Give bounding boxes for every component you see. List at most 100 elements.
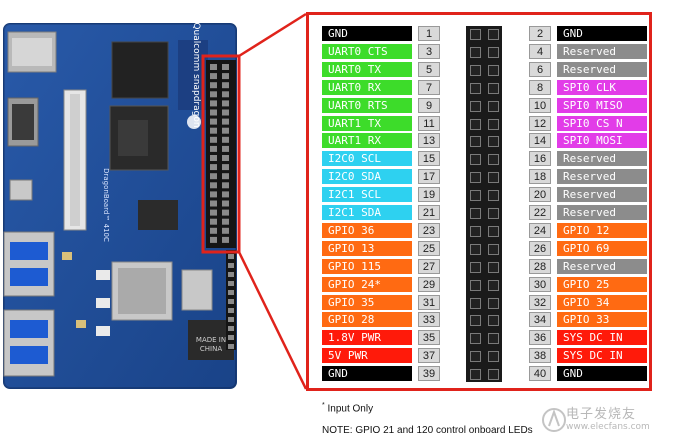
- header-pin-hole: [488, 244, 499, 255]
- pin-label-5: UART0 TX: [322, 62, 412, 77]
- board-header-pin: [222, 155, 229, 161]
- pin-label-35: 1.8V PWR: [322, 330, 412, 345]
- pin-label-10: SPI0 MISO: [557, 98, 647, 113]
- pin-number-10: 10: [529, 98, 551, 113]
- footnote: * Input Only: [322, 402, 373, 414]
- pin-label-21: I2C1 SDA: [322, 205, 412, 220]
- pin-number-19: 19: [418, 187, 440, 202]
- header-pin-hole: [470, 190, 481, 201]
- board-header-pin: [210, 145, 217, 152]
- pin-number-30: 30: [529, 277, 551, 292]
- board-header-pin: [222, 118, 229, 125]
- pin-number-29: 29: [418, 277, 440, 292]
- pin-label-40: GND: [557, 366, 647, 381]
- header-pin-hole: [488, 369, 499, 380]
- header-pin-hole: [470, 208, 481, 219]
- pin-number-11: 11: [418, 116, 440, 131]
- pin-number-40: 40: [529, 366, 551, 381]
- board-brand-text: Qualcomm snapdragon: [191, 22, 201, 127]
- pin-number-14: 14: [529, 133, 551, 148]
- board-header-pin: [210, 227, 217, 234]
- led-note: NOTE: GPIO 21 and 120 control onboard LE…: [322, 425, 533, 436]
- pin-number-24: 24: [529, 223, 551, 238]
- pin-number-15: 15: [418, 151, 440, 166]
- watermark-url: www.elecfans.com: [566, 422, 650, 432]
- header-pin-hole: [470, 154, 481, 165]
- board-header-pin: [222, 136, 229, 143]
- header-pin-hole: [470, 136, 481, 147]
- pin-header-graphic: [466, 26, 502, 382]
- footnote-marker: *: [322, 402, 325, 409]
- header-pin-hole: [488, 298, 499, 309]
- board-lower-header-pin: [228, 281, 234, 286]
- board-header-pin: [210, 218, 217, 225]
- pin-label-27: GPIO 115: [322, 259, 412, 274]
- pin-number-1: 1: [418, 26, 440, 41]
- svg-text:CHINA: CHINA: [200, 345, 222, 353]
- pin-number-35: 35: [418, 330, 440, 345]
- pin-number-5: 5: [418, 62, 440, 77]
- pin-label-13: UART1 RX: [322, 133, 412, 148]
- pin-label-23: GPIO 36: [322, 223, 412, 238]
- header-pin-hole: [488, 47, 499, 58]
- pin-label-14: SPI0 MOSI: [557, 133, 647, 148]
- pin-number-20: 20: [529, 187, 551, 202]
- header-pin-hole: [470, 315, 481, 326]
- dragonboard-photo: Qualcomm snapdragon MADE IN CHINA Dragon…: [3, 22, 241, 389]
- pin-number-17: 17: [418, 169, 440, 184]
- board-header-pin: [222, 145, 229, 152]
- pinout-callout-frame: [306, 12, 652, 391]
- header-pin-hole: [470, 172, 481, 183]
- board-lower-header-pin: [228, 308, 234, 313]
- board-header-pin: [222, 173, 229, 180]
- pin-label-22: Reserved: [557, 205, 647, 220]
- board-header-pin: [210, 182, 217, 189]
- board-header-pin: [210, 127, 217, 134]
- board-header-pin: [222, 82, 229, 89]
- pin-number-32: 32: [529, 295, 551, 310]
- pin-number-27: 27: [418, 259, 440, 274]
- pin-number-7: 7: [418, 80, 440, 95]
- header-pin-hole: [488, 154, 499, 165]
- board-header-pin: [222, 236, 229, 243]
- header-pin-hole: [470, 83, 481, 94]
- board-lower-header-pin: [228, 344, 234, 349]
- pin-label-38: SYS DC IN: [557, 348, 647, 363]
- header-pin-hole: [488, 29, 499, 40]
- header-pin-hole: [470, 119, 481, 130]
- board-header-pin: [222, 182, 229, 189]
- header-pin-hole: [470, 47, 481, 58]
- pin-number-4: 4: [529, 44, 551, 59]
- pin-number-3: 3: [418, 44, 440, 59]
- board-header-pin: [222, 209, 229, 216]
- board-lower-header-pin: [228, 263, 234, 268]
- board-header-pin: [222, 64, 229, 70]
- pin-label-7: UART0 RX: [322, 80, 412, 95]
- pin-label-12: SPI0 CS N: [557, 116, 647, 131]
- header-pin-hole: [488, 65, 499, 76]
- pin-label-37: 5V PWR: [322, 348, 412, 363]
- board-lower-header-pin: [228, 272, 234, 277]
- pin-label-4: Reserved: [557, 44, 647, 59]
- pin-label-36: SYS DC IN: [557, 330, 647, 345]
- header-pin-hole: [470, 333, 481, 344]
- board-header-pin: [222, 91, 229, 98]
- pin-label-9: UART0 RTS: [322, 98, 412, 113]
- header-pin-hole: [470, 101, 481, 112]
- board-header-pin: [210, 164, 217, 171]
- pin-label-26: GPIO 69: [557, 241, 647, 256]
- header-pin-hole: [470, 262, 481, 273]
- pin-label-2: GND: [557, 26, 647, 41]
- pin-number-16: 16: [529, 151, 551, 166]
- header-pin-hole: [488, 172, 499, 183]
- header-pin-hole: [488, 101, 499, 112]
- header-pin-hole: [488, 351, 499, 362]
- footnote-text: Input Only: [324, 403, 374, 415]
- pin-label-17: I2C0 SDA: [322, 169, 412, 184]
- pin-number-31: 31: [418, 295, 440, 310]
- pin-label-16: Reserved: [557, 151, 647, 166]
- board-lower-header-pin: [228, 326, 234, 331]
- pin-number-2: 2: [529, 26, 551, 41]
- header-pin-hole: [470, 226, 481, 237]
- pin-label-8: SPI0 CLK: [557, 80, 647, 95]
